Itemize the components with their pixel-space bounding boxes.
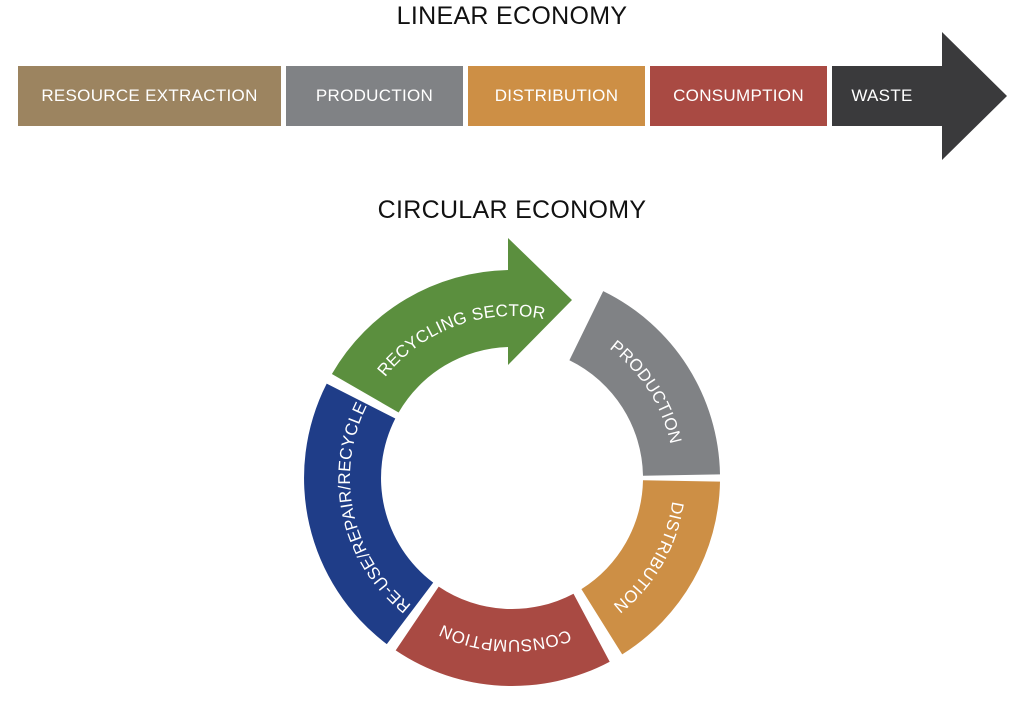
circular-stage-production xyxy=(569,291,720,476)
linear-stage-distribution: DISTRIBUTION xyxy=(468,66,645,126)
circular-ring: PRODUCTIONDISTRIBUTIONCONSUMPTIONRE-USE/… xyxy=(304,238,720,687)
linear-stage-consumption: CONSUMPTION xyxy=(650,66,827,126)
linear-economy-title: LINEAR ECONOMY xyxy=(396,2,628,30)
linear-stage-waste: WASTE xyxy=(851,86,913,105)
waste-arrow xyxy=(832,32,1007,160)
circular-stage-recycling-sector xyxy=(331,238,572,413)
circular-stage-reuse-repair-recycle xyxy=(304,383,434,645)
linear-stage-resource-extraction: RESOURCE EXTRACTION xyxy=(18,66,281,126)
linear-stage-production: PRODUCTION xyxy=(286,66,463,126)
circular-economy-title: CIRCULAR ECONOMY xyxy=(377,196,647,224)
circular-stage-distribution xyxy=(581,480,720,655)
circular-stage-consumption xyxy=(395,586,610,687)
